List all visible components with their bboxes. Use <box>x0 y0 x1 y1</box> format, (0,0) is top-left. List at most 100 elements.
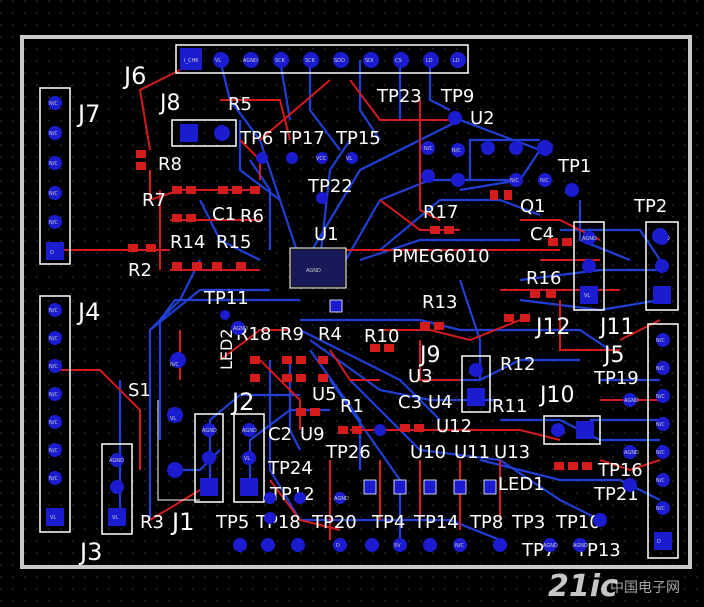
svg-text:N/C: N/C <box>656 422 665 428</box>
label-tp8: TP8 <box>469 512 503 533</box>
label-r11: R11 <box>492 396 527 417</box>
connector-j3: AGND VL <box>101 443 133 535</box>
label-r12: R12 <box>500 354 535 375</box>
label-u13: U13 <box>494 442 530 463</box>
label-r14: R14 <box>170 232 205 253</box>
svg-text:N/C: N/C <box>49 476 58 482</box>
svg-text:CS: CS <box>395 58 402 64</box>
label-r15: R15 <box>216 232 251 253</box>
connector-j6: I_CHK VL AGND SCK SCK SDO SDI CS LD LD J… <box>122 44 469 90</box>
label-r8: R8 <box>158 154 182 175</box>
led-diodes <box>329 299 497 495</box>
svg-text:AGND: AGND <box>624 398 639 404</box>
svg-text:J7: J7 <box>76 100 100 128</box>
connector-j4: N/C N/C N/C N/C N/C N/C N/C VL <box>39 295 71 533</box>
label-q1: Q1 <box>520 196 546 217</box>
svg-text:N/C: N/C <box>455 543 464 549</box>
label-u3: U3 <box>408 366 433 387</box>
switch-s1 <box>157 400 200 501</box>
smd-pads <box>128 150 592 470</box>
label-led1: LED1 <box>498 474 545 495</box>
label-j3: J3 <box>78 538 102 566</box>
svg-text:5V: 5V <box>394 543 401 549</box>
label-j1: J1 <box>170 508 194 536</box>
label-tp18: TP18 <box>255 512 301 533</box>
label-j4: J4 <box>76 298 100 326</box>
u1-chip: AGND <box>289 247 347 289</box>
label-tp22: TP22 <box>307 176 353 197</box>
label-tp1: TP1 <box>557 156 591 177</box>
svg-text:AGND: AGND <box>306 268 321 274</box>
label-u1: U1 <box>314 224 339 245</box>
label-tp14: TP14 <box>413 512 459 533</box>
svg-text:N/C: N/C <box>49 131 58 137</box>
svg-text:N/C: N/C <box>656 450 665 456</box>
svg-text:N/C: N/C <box>49 220 58 226</box>
svg-text:N/C: N/C <box>656 394 665 400</box>
label-c3: C3 <box>398 392 422 413</box>
svg-text:N/C: N/C <box>540 178 549 184</box>
label-tp26: TP26 <box>325 442 371 463</box>
label-r4: R4 <box>318 324 342 345</box>
svg-text:VL: VL <box>170 416 176 422</box>
svg-text:N/C: N/C <box>49 308 58 314</box>
label-r16: R16 <box>526 268 561 289</box>
svg-text:VL: VL <box>346 156 352 162</box>
u2-pin-labels: N/C N/C N/C N/C <box>424 146 549 184</box>
svg-text:N/C: N/C <box>49 191 58 197</box>
connector-j7: N/C N/C N/C N/C N/C D J7 <box>39 87 100 265</box>
label-tp10: TP10 <box>555 512 601 533</box>
svg-text:D: D <box>336 543 340 549</box>
svg-text:N/C: N/C <box>510 178 519 184</box>
svg-text:N/C: N/C <box>656 506 665 512</box>
label-r1: R1 <box>340 396 364 417</box>
svg-text:21ic: 21ic <box>548 569 618 604</box>
svg-text:VL: VL <box>215 58 221 64</box>
testpoint-vias <box>167 152 637 552</box>
label-u12: U12 <box>436 416 472 437</box>
label-u2: U2 <box>470 108 495 129</box>
connector-j12: AGND VL <box>573 221 605 311</box>
svg-text:VL: VL <box>244 456 250 462</box>
svg-text:N/C: N/C <box>49 336 58 342</box>
svg-text:N/C: N/C <box>656 366 665 372</box>
svg-text:AGND: AGND <box>334 496 349 502</box>
svg-text:N/C: N/C <box>170 362 179 368</box>
label-r3: R3 <box>140 512 164 533</box>
label-r13: R13 <box>422 292 457 313</box>
label-u11: U11 <box>454 442 490 463</box>
label-tp20: TP20 <box>311 512 357 533</box>
svg-text:I_CHK: I_CHK <box>184 58 199 64</box>
svg-text:AGND: AGND <box>109 458 124 464</box>
label-tp24: TP24 <box>267 458 313 479</box>
label-r7: R7 <box>142 190 166 211</box>
connector-j10 <box>543 415 601 445</box>
label-u9: U9 <box>300 424 325 445</box>
svg-text:VL: VL <box>584 293 590 299</box>
svg-text:N/C: N/C <box>49 364 58 370</box>
label-tp19: TP19 <box>593 368 639 389</box>
label-j12: J12 <box>534 315 570 340</box>
testpoint-pin-labels: N/C VL AGND AGND D 5V N/C AGND AGND AGND… <box>170 156 639 549</box>
label-tp15: TP15 <box>335 128 381 149</box>
svg-text:AGND: AGND <box>242 428 257 434</box>
svg-text:D: D <box>50 250 54 256</box>
svg-text:AGND: AGND <box>233 326 248 332</box>
svg-text:N/C: N/C <box>49 392 58 398</box>
label-led2: LED2 <box>217 328 236 370</box>
svg-text:J6: J6 <box>122 62 146 90</box>
svg-text:N/C: N/C <box>49 448 58 454</box>
label-tp17: TP17 <box>279 128 325 149</box>
connector-j5: N/C N/C N/C N/C N/C N/C N/C D <box>647 323 679 559</box>
svg-text:LD: LD <box>426 58 433 64</box>
label-r5: R5 <box>228 94 252 115</box>
label-u5: U5 <box>312 384 337 405</box>
svg-text:SDI: SDI <box>365 58 374 64</box>
svg-text:AGND: AGND <box>243 58 258 64</box>
svg-text:AGND: AGND <box>202 428 217 434</box>
label-tp11: TP11 <box>203 288 249 309</box>
svg-text:VL: VL <box>50 515 56 521</box>
label-r10: R10 <box>364 326 399 347</box>
connector-j1: AGND <box>194 413 224 503</box>
label-r2: R2 <box>128 260 152 281</box>
